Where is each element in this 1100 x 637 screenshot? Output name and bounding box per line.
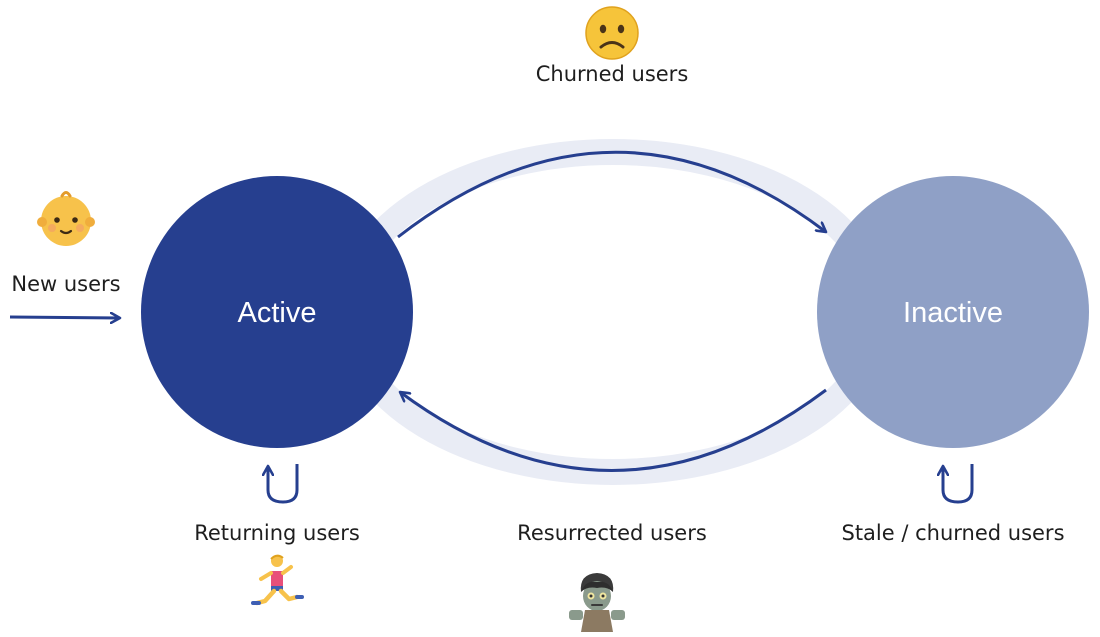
returning-loop-arrow (268, 464, 299, 504)
resurrected-users-label: Resurrected users (517, 521, 707, 545)
running-person-icon (251, 554, 304, 606)
active-node (141, 176, 413, 448)
flow-ring (334, 139, 892, 485)
sad-face-icon (585, 6, 639, 60)
inactive-node-label: Inactive (903, 297, 1003, 329)
inactive-node (817, 176, 1089, 448)
active-node-label: Active (238, 297, 317, 329)
new-users-label: New users (11, 272, 121, 296)
churned-users-label: Churned users (535, 62, 689, 86)
resurrection-arrow (400, 388, 827, 472)
churn-arrow (397, 150, 826, 239)
zombie-icon (569, 573, 625, 632)
stale-loop-arrow (943, 464, 974, 504)
stale-churned-users-label: Stale / churned users (841, 521, 1065, 545)
new-users-arrow (9, 317, 120, 318)
baby-face-icon (37, 191, 95, 246)
returning-users-label: Returning users (194, 521, 360, 545)
